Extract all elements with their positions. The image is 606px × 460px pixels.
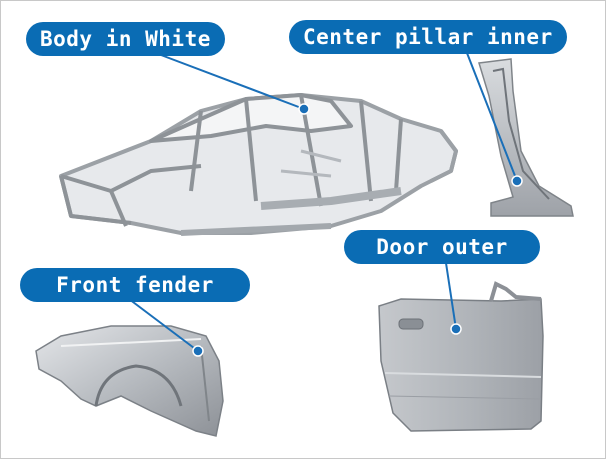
- label-front-fender: Front fender: [20, 268, 250, 302]
- label-center-pillar-inner: Center pillar inner: [289, 20, 567, 54]
- body-in-white-illustration: [59, 93, 458, 236]
- label-door-outer: Door outer: [344, 230, 540, 264]
- label-body-in-white: Body in White: [26, 22, 225, 56]
- leader-lines: [128, 52, 518, 352]
- front-fender-illustration: [35, 325, 224, 437]
- door-outer-illustration: [378, 281, 544, 432]
- leader-endpoints: [192, 103, 523, 357]
- center-pillar-illustration: [478, 58, 574, 217]
